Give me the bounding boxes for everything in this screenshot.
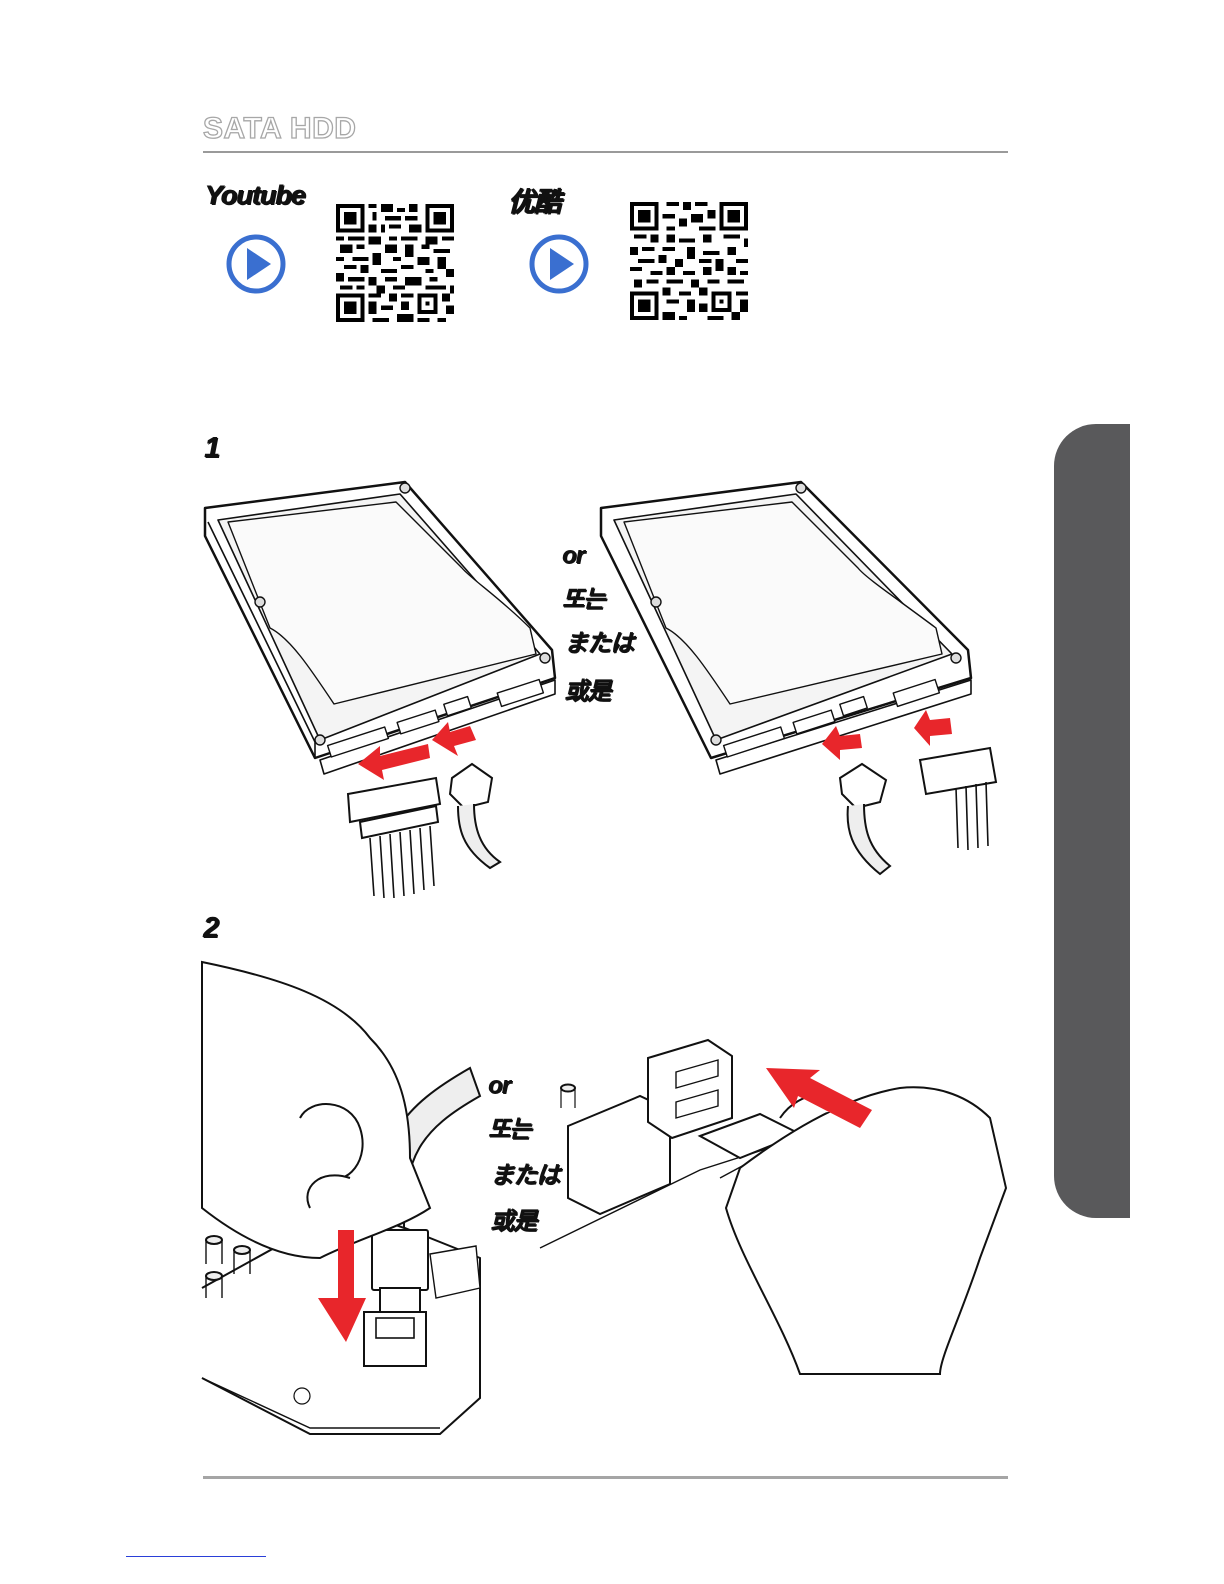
power-cable-left — [348, 778, 440, 898]
alternative-label: 또는 — [562, 588, 604, 612]
power-cable-right — [920, 748, 996, 850]
chapter-side-tab — [1054, 424, 1130, 1218]
page-title: SATA HDD — [203, 112, 356, 146]
footer-divider — [203, 1476, 1008, 1479]
hard-drive-right — [601, 482, 971, 774]
play-icon[interactable] — [527, 232, 591, 296]
motherboard-connection-illustration — [200, 958, 1010, 1438]
alternative-label: or — [562, 544, 584, 568]
alternative-label: 或是 — [490, 1210, 536, 1234]
alternative-label: 또는 — [488, 1118, 530, 1142]
hand-left — [202, 962, 430, 1258]
video-label-youtube: Youtube — [205, 180, 305, 211]
sata-cable-left — [450, 764, 500, 868]
hard-drive-left — [205, 482, 555, 774]
video-label-youku: 优酷 — [508, 180, 560, 219]
alternative-label: 或是 — [564, 680, 610, 704]
alternative-label: または — [564, 632, 633, 656]
qr-code — [336, 204, 454, 322]
alternative-label: or — [488, 1074, 510, 1098]
qr-code — [630, 202, 748, 320]
footer-link-underline — [126, 1556, 266, 1557]
title-divider — [203, 151, 1008, 153]
alternative-label: または — [490, 1164, 559, 1188]
step-number: 2 — [203, 912, 219, 945]
step-number: 1 — [204, 432, 220, 465]
sata-cable-right — [840, 764, 890, 874]
play-icon[interactable] — [224, 232, 288, 296]
